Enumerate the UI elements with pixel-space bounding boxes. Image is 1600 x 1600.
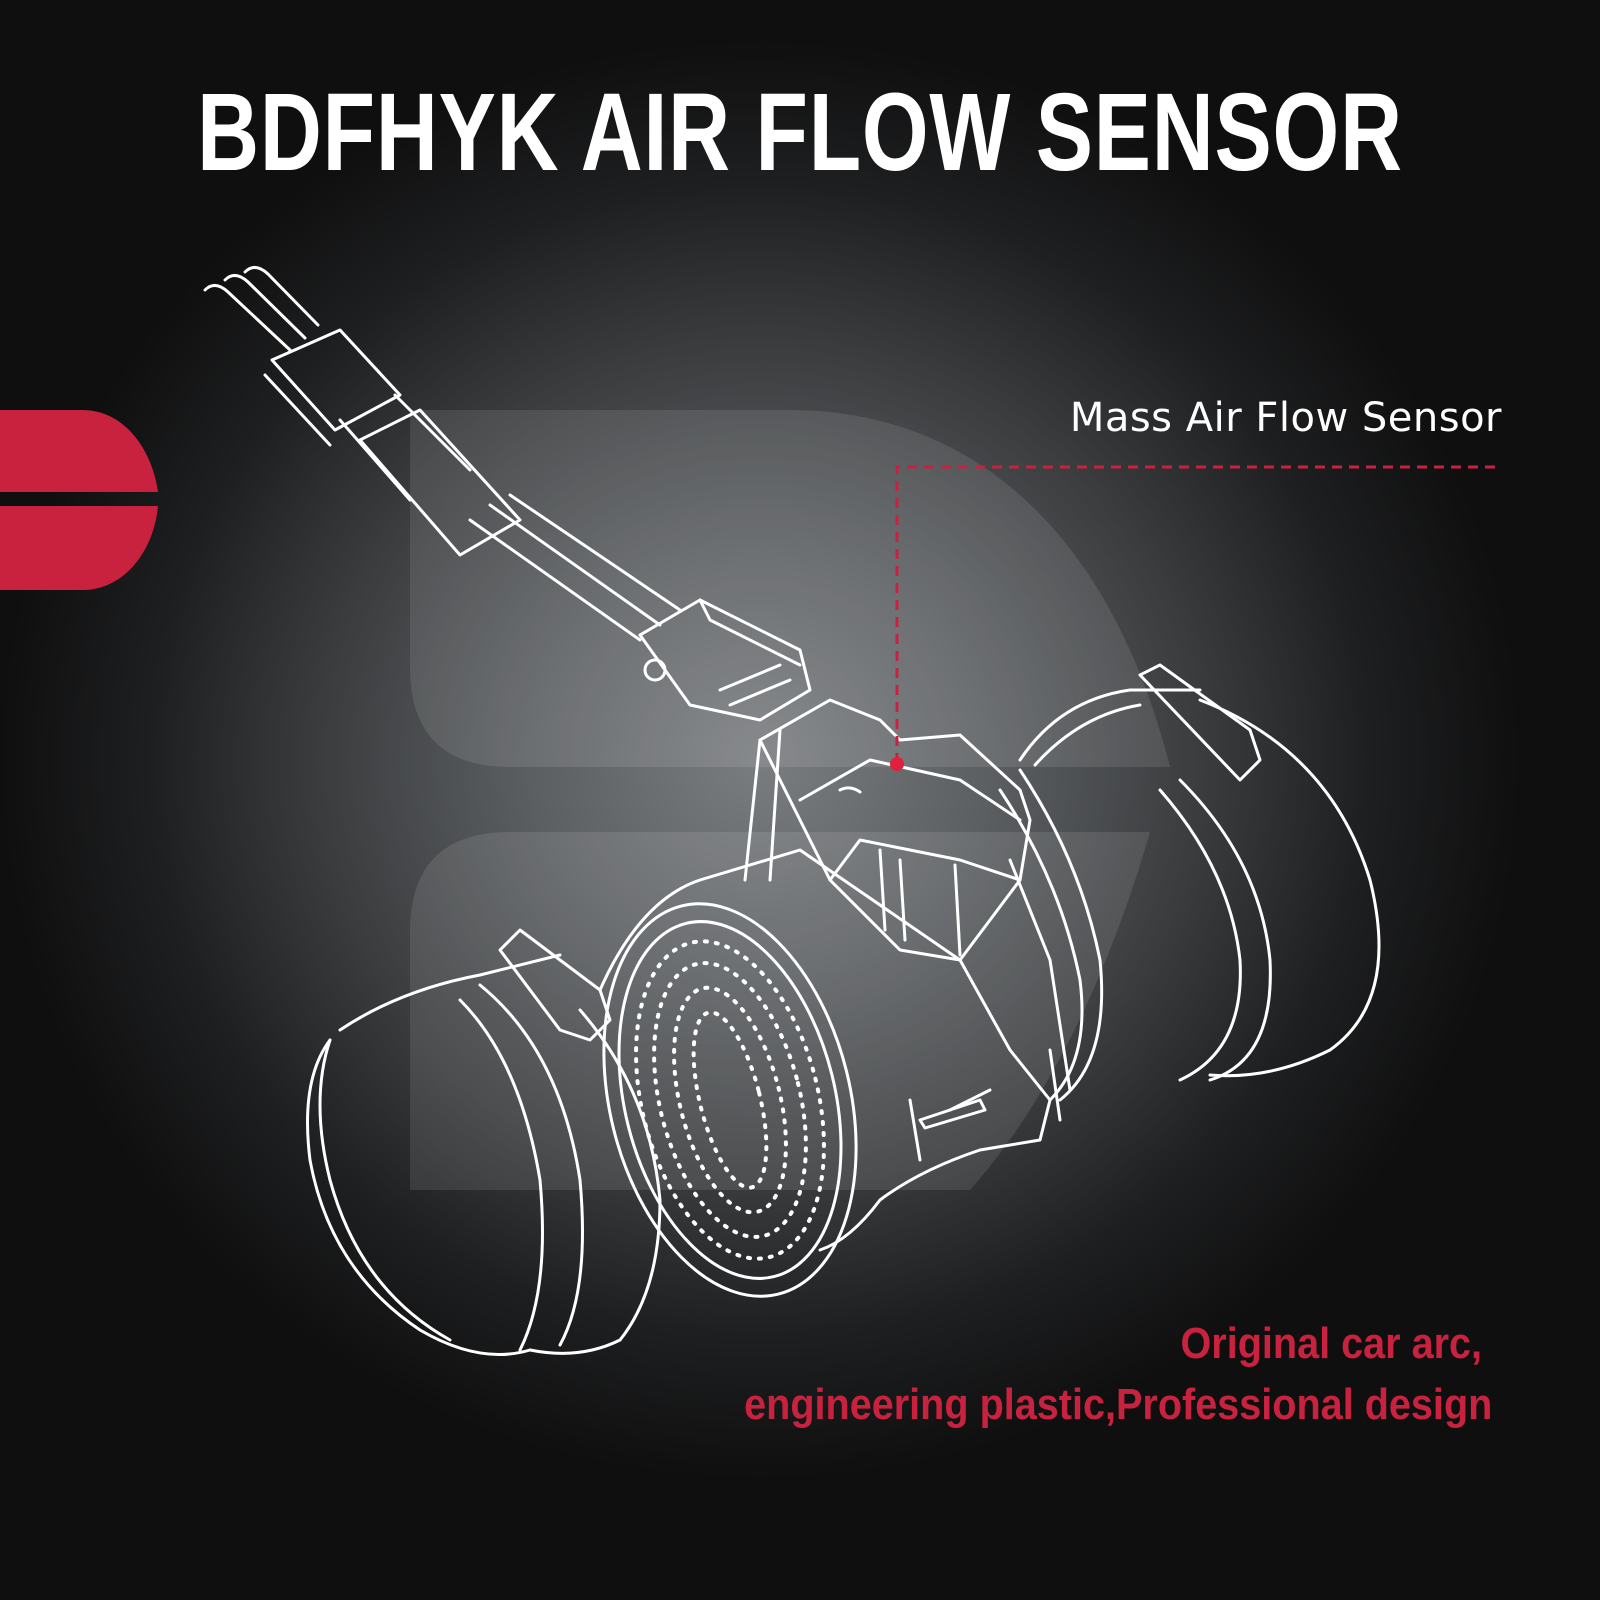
intake-tube-left: [306, 928, 662, 1356]
sensor-body: [598, 848, 1072, 1252]
brand-logo-icon: [0, 410, 158, 590]
tagline-line-1: Original car arc,: [1180, 1319, 1482, 1368]
sensor-housing: [743, 698, 1032, 962]
wire-harness: [203, 266, 682, 642]
mesh-screen: [602, 902, 858, 1298]
page-title: BDFHYK AIR FLOW SENSOR: [197, 71, 1403, 194]
callout-label: Mass Air Flow Sensor: [1069, 395, 1502, 441]
plug-connector: [638, 598, 812, 722]
tagline-line-2: engineering plastic,Professional design: [743, 1380, 1492, 1429]
intake-tube-right: [998, 663, 1381, 1102]
